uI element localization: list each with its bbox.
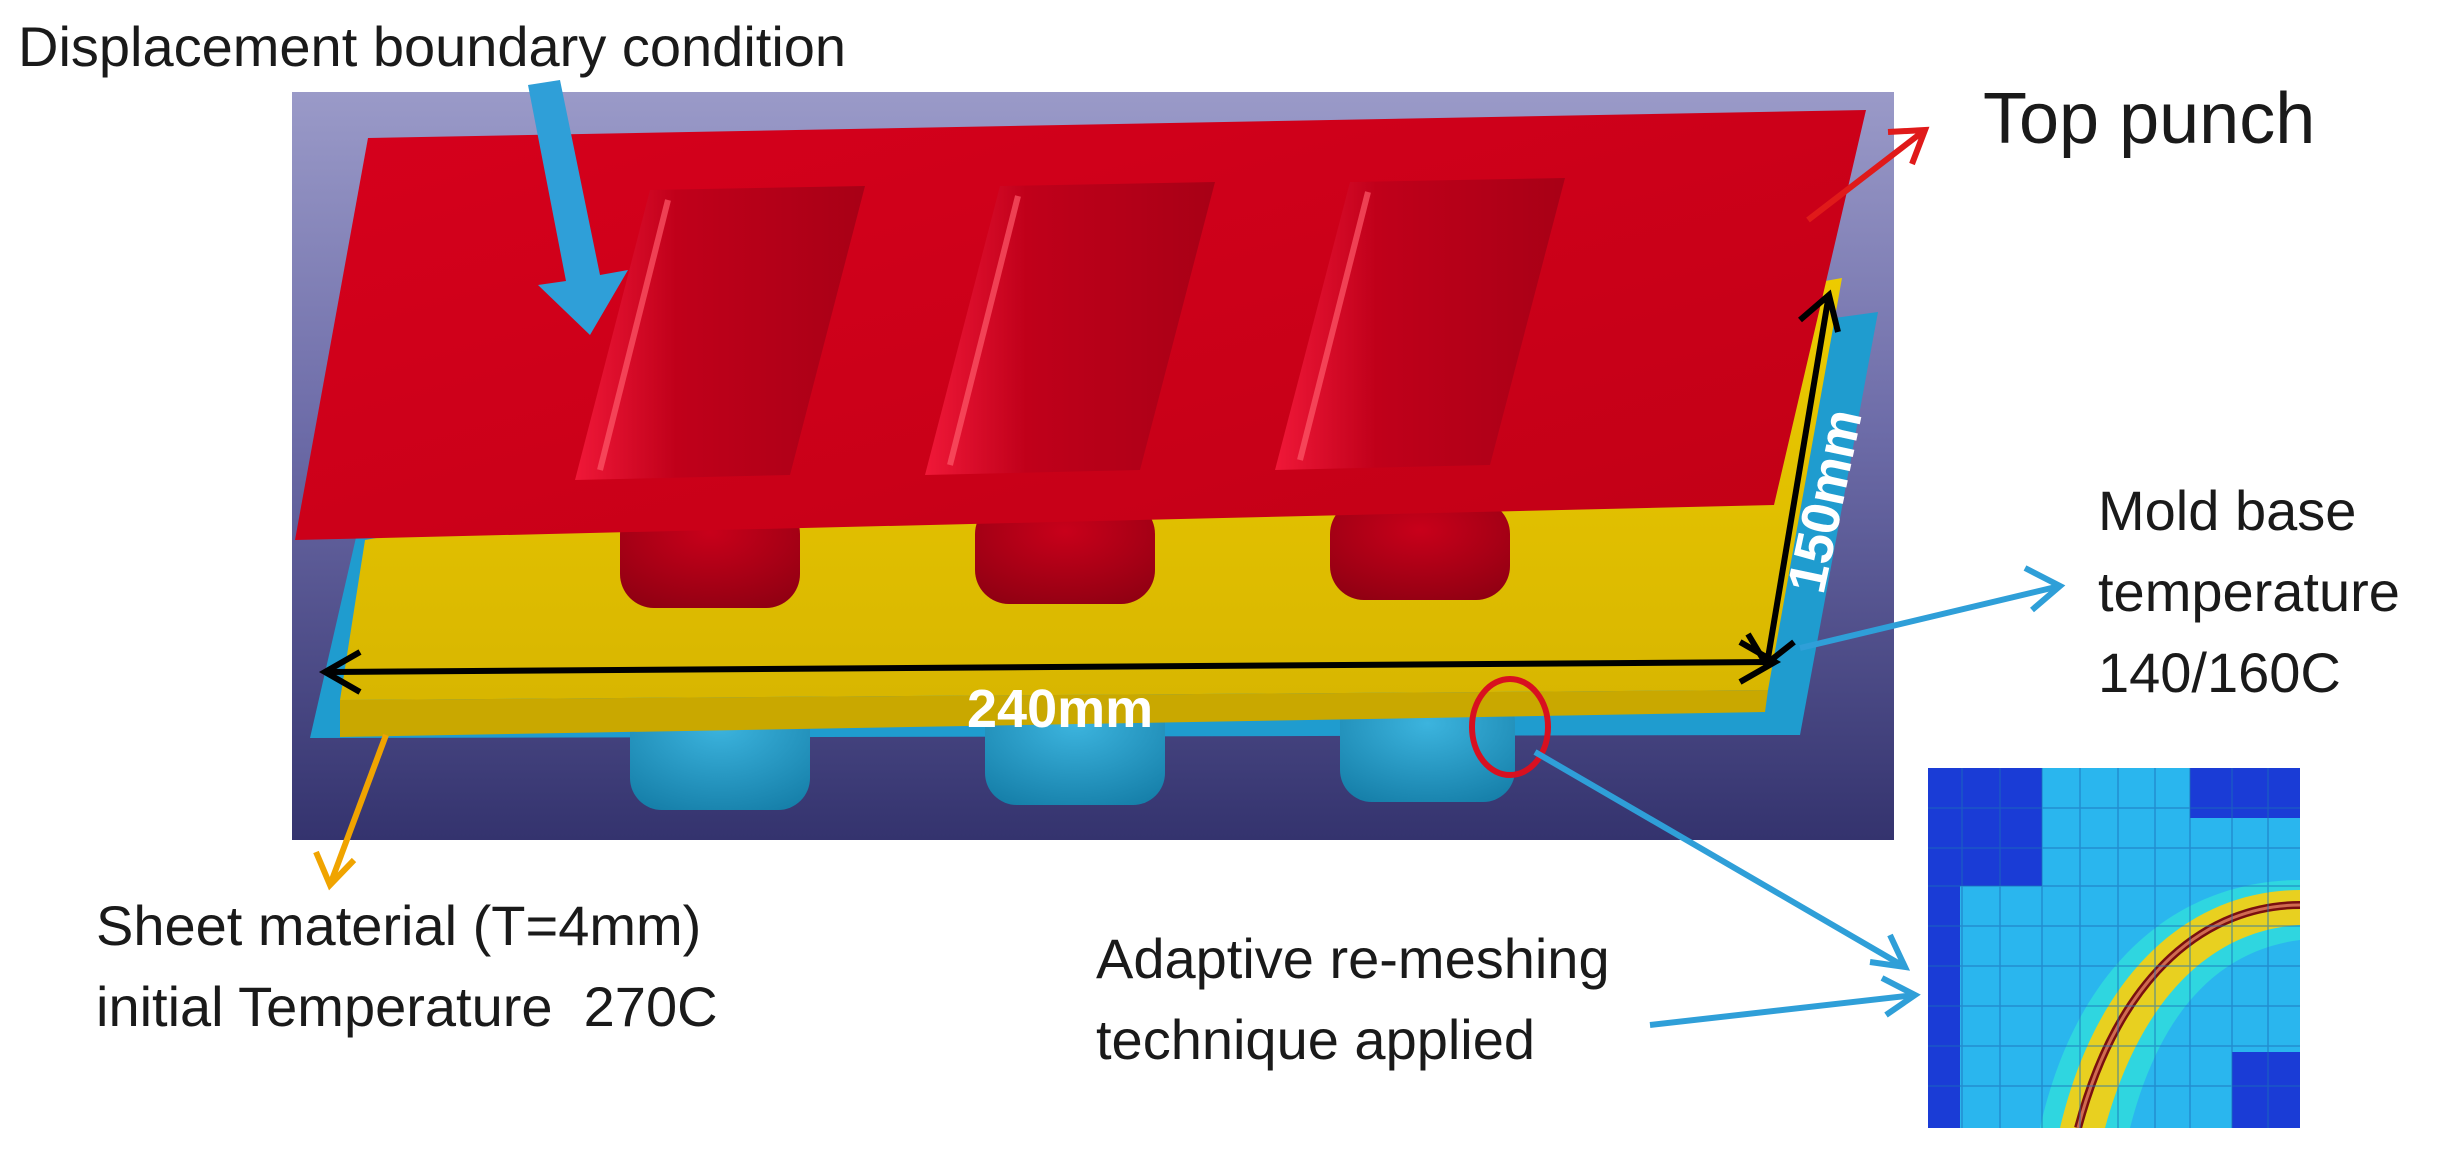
mesh-inset [1928,768,2300,1128]
sheet-material-label: Sheet material (T=4mm) initial Temperatu… [96,885,718,1047]
sheet-edge [340,690,1768,737]
sheet-material-line: initial Temperature 270C [96,975,718,1038]
pointer-arrow-icon [1533,749,1921,1028]
mold-base-label: Mold base temperature 140/160C [2098,470,2400,713]
dimension-arrow-icon [318,289,1841,695]
adaptive-remeshing-line: technique applied [1096,1008,1536,1071]
displacement-arrow-icon [528,80,628,335]
displacement-label: Displacement boundary condition [18,15,847,78]
mold-base-line: Mold base [2098,479,2357,542]
pointer-arrow-icon [313,733,389,891]
adaptive-remeshing-label: Adaptive re-meshing technique applied [1096,918,1610,1080]
punch-pockets [575,178,1565,480]
pointer-arrow-icon [1806,126,1930,223]
highlight-circle-icon [1469,676,1551,778]
pointer-arrow-icon [1799,565,2066,651]
mold-base-line: 140/160C [2098,641,2341,704]
sheet-material-line: Sheet material (T=4mm) [96,894,702,957]
top-punch-label: Top punch [1983,79,2316,159]
length-dimension: 240mm [967,679,1154,739]
mold-base-line: temperature [2098,560,2400,623]
adaptive-remeshing-line: Adaptive re-meshing [1096,927,1610,990]
